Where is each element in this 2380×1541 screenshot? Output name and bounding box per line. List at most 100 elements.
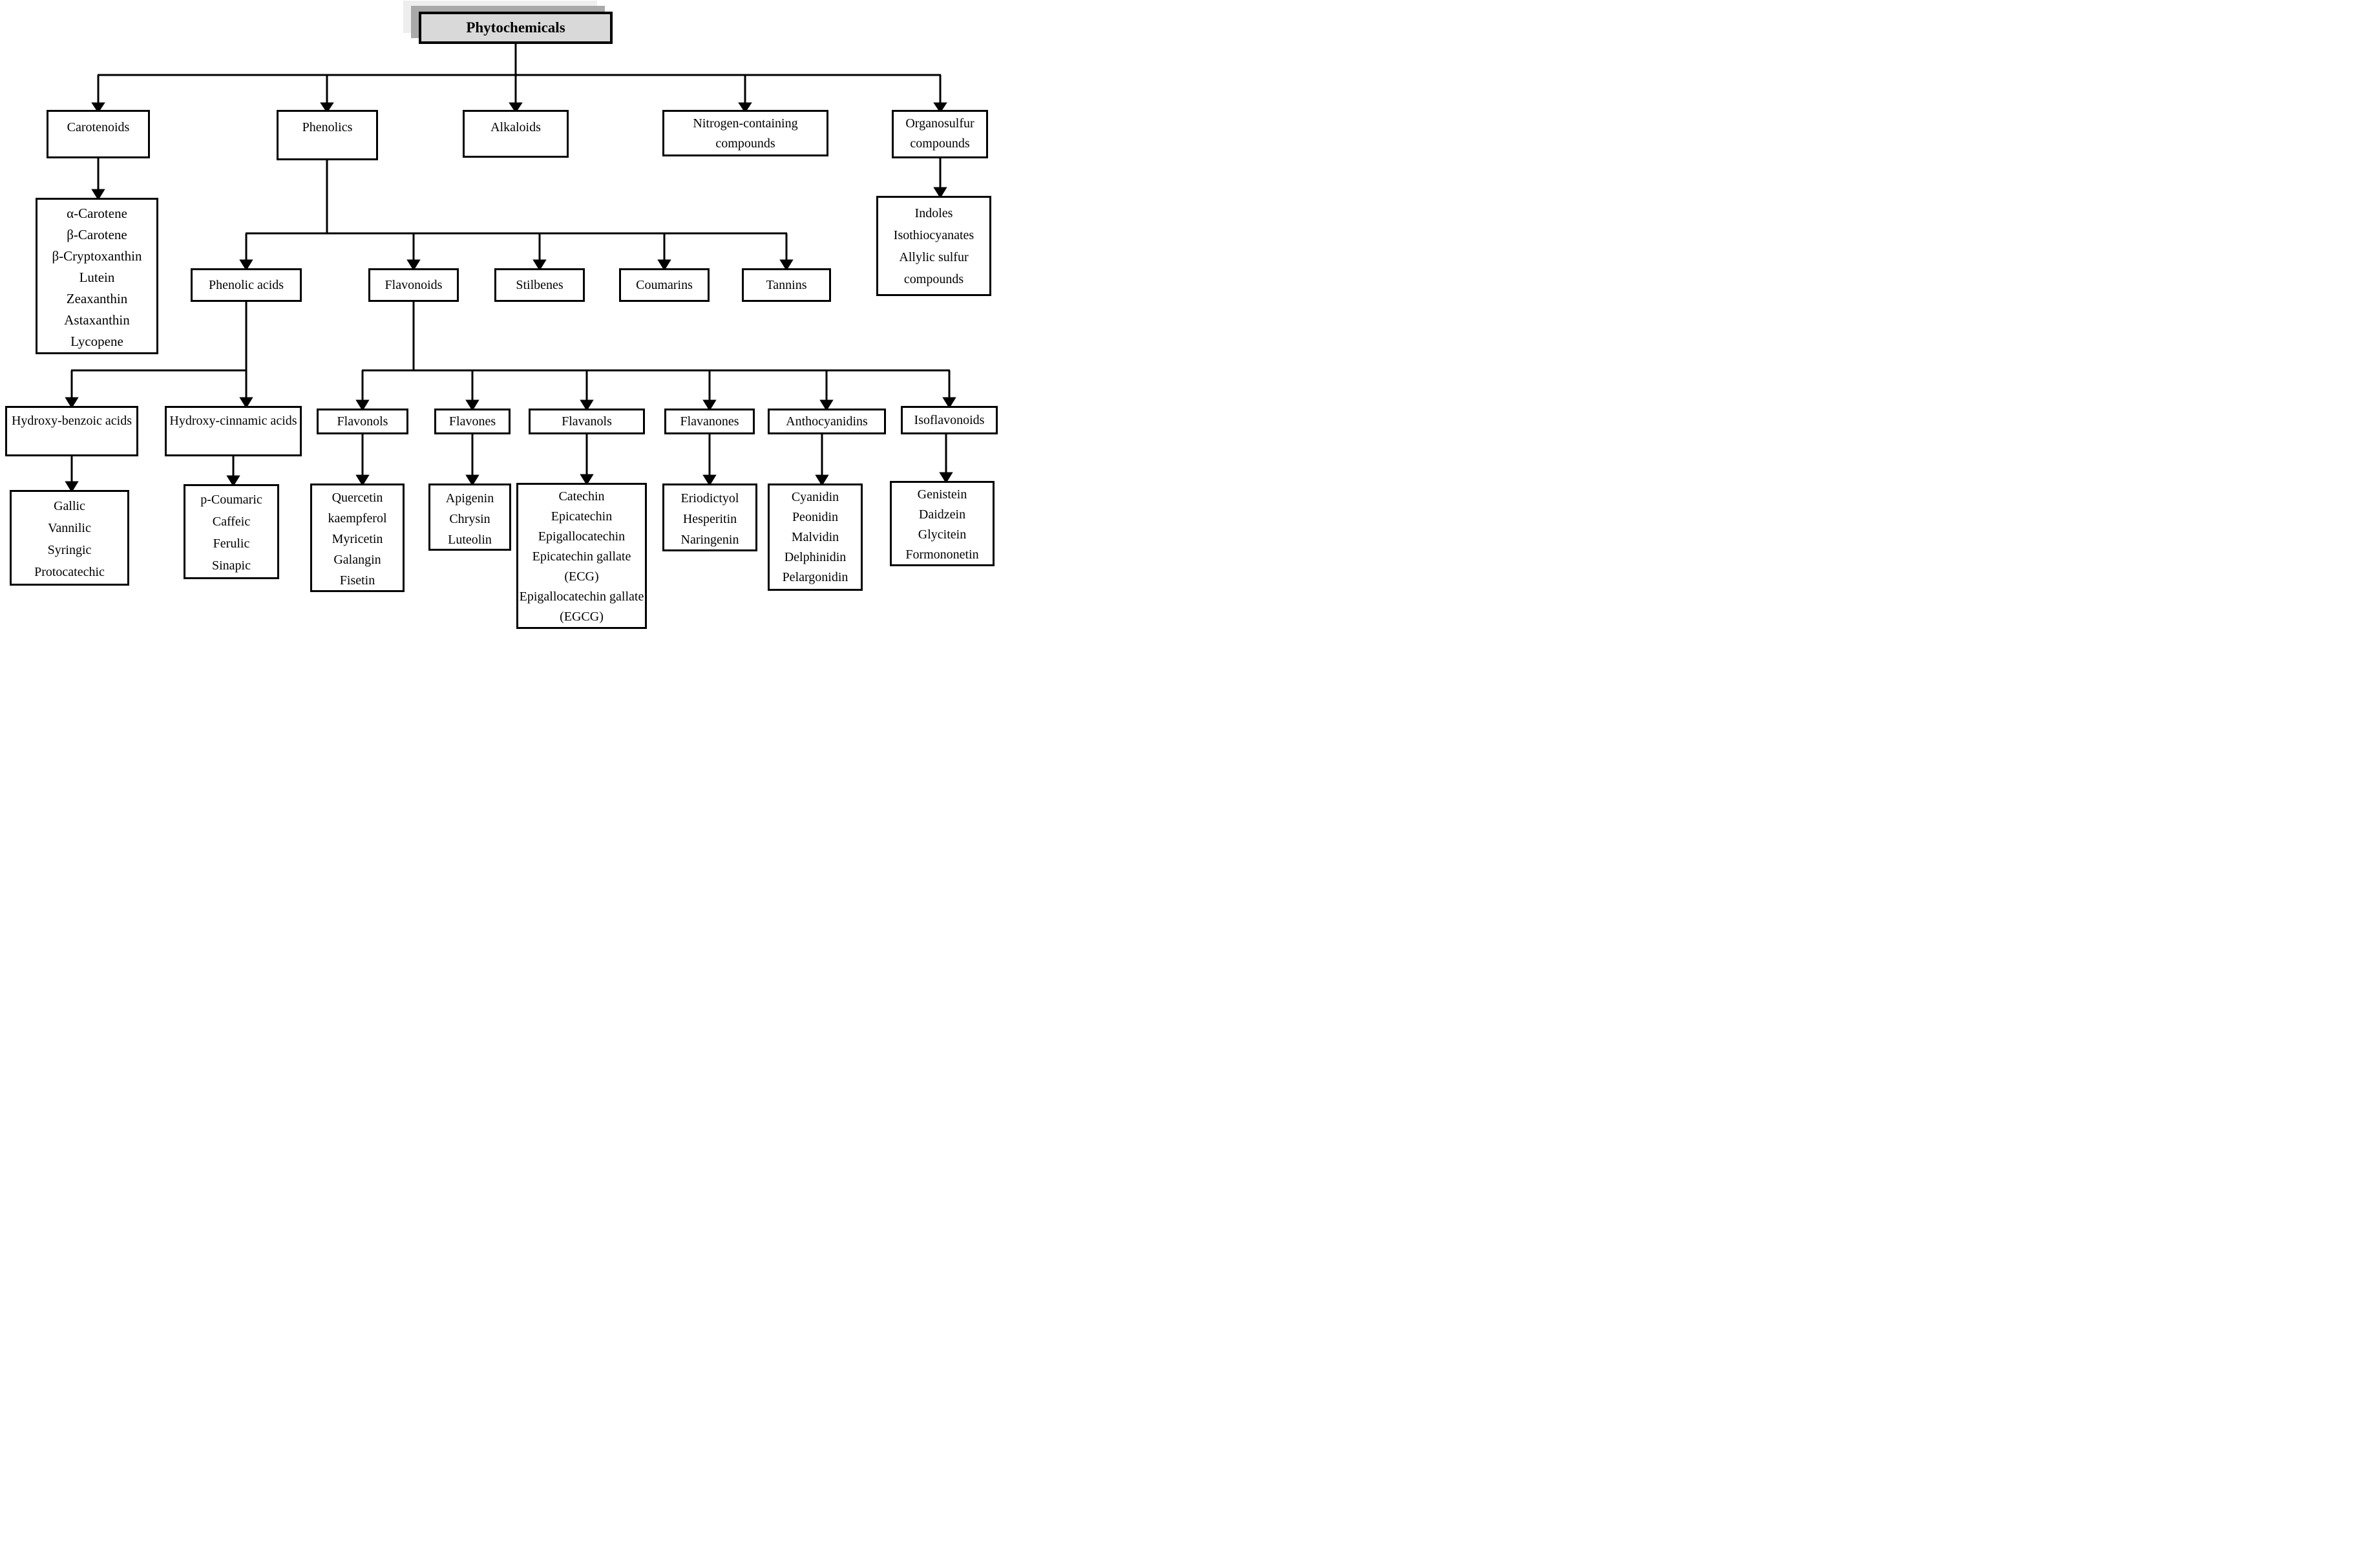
node-carotenoids: Carotenoids bbox=[47, 110, 150, 158]
arrow-down-icon bbox=[465, 474, 479, 486]
list-item: α-Carotene bbox=[67, 206, 127, 221]
list-item: Chrysin bbox=[449, 512, 490, 526]
list-item: kaempferol bbox=[328, 511, 387, 526]
list-item: Epicatechin bbox=[551, 509, 613, 524]
list-item: Protocatechic bbox=[34, 565, 105, 579]
arrow-down-icon bbox=[65, 397, 79, 409]
arrow-down-icon bbox=[942, 397, 956, 409]
tree-connectors bbox=[65, 44, 956, 493]
arrow-down-icon bbox=[509, 102, 523, 113]
list-item: β-Carotene bbox=[67, 227, 127, 242]
arrow-down-icon bbox=[815, 474, 829, 486]
node-flavones: Flavones bbox=[434, 409, 511, 434]
arrow-down-icon bbox=[465, 399, 479, 411]
arrow-down-icon bbox=[939, 472, 953, 484]
list-item: Naringenin bbox=[680, 533, 739, 547]
list-item: β-Cryptoxanthin bbox=[52, 248, 142, 264]
list-item: Hesperitin bbox=[682, 512, 737, 526]
list-item: Daidzein bbox=[918, 507, 966, 522]
arrow-down-icon bbox=[702, 399, 717, 411]
arrow-down-icon bbox=[580, 474, 594, 485]
list-item: Pelargonidin bbox=[782, 570, 848, 584]
node-phytochemicals: Phytochemicals bbox=[419, 12, 613, 44]
arrow-down-icon bbox=[933, 102, 947, 113]
list-item: Zeaxanthin bbox=[66, 291, 128, 306]
phytochemicals-tree-diagram: Phytochemicals Carotenoids Phenolics Alk… bbox=[0, 0, 998, 646]
arrow-down-icon bbox=[91, 102, 105, 113]
list-item: Cyanidin bbox=[791, 490, 839, 504]
node-nitrogen-containing-compounds: Nitrogen-containing compounds bbox=[662, 110, 828, 156]
node-phenolics: Phenolics bbox=[277, 110, 378, 160]
arrow-down-icon bbox=[702, 474, 717, 486]
list-item: Genistein bbox=[917, 487, 967, 502]
list-item: Peonidin bbox=[792, 510, 839, 524]
list-item: Lycopene bbox=[70, 334, 123, 349]
list-item: Vannilic bbox=[48, 521, 91, 535]
list-item: Eriodictyol bbox=[680, 491, 739, 505]
node-flavonoids: Flavonoids bbox=[368, 268, 459, 302]
node-flavonols: Flavonols bbox=[317, 409, 408, 434]
list-item: Myricetin bbox=[332, 532, 383, 546]
node-flavanones: Flavanones bbox=[664, 409, 755, 434]
arrow-down-icon bbox=[65, 481, 79, 493]
arrow-down-icon bbox=[239, 259, 253, 271]
arrow-down-icon bbox=[532, 259, 547, 271]
list-item: Epigallocatechin gallate (EGCG) bbox=[519, 590, 644, 624]
arrow-down-icon bbox=[819, 399, 834, 411]
arrow-down-icon bbox=[580, 399, 594, 411]
arrow-down-icon bbox=[320, 102, 334, 113]
arrow-down-icon bbox=[657, 259, 671, 271]
node-tannins: Tannins bbox=[742, 268, 831, 302]
arrow-down-icon bbox=[239, 397, 253, 409]
list-item: Fisetin bbox=[339, 573, 375, 588]
list-item: p-Coumaric bbox=[200, 493, 262, 507]
list-item: Malvidin bbox=[791, 530, 839, 544]
arrow-down-icon bbox=[779, 259, 794, 271]
arrow-down-icon bbox=[933, 187, 947, 198]
list-item: Sinapic bbox=[212, 558, 251, 573]
node-flavanols: Flavanols bbox=[529, 409, 645, 434]
node-alkaloids: Alkaloids bbox=[463, 110, 569, 158]
node-organosulfur-compounds: Organosulfur compounds bbox=[892, 110, 988, 158]
arrow-down-icon bbox=[355, 399, 370, 411]
arrow-down-icon bbox=[406, 259, 421, 271]
list-item: Lutein bbox=[79, 270, 115, 285]
list-item: Apigenin bbox=[445, 491, 494, 505]
list-item: Indoles bbox=[914, 206, 953, 220]
list-item: Epicatechin gallate (ECG) bbox=[532, 549, 631, 584]
list-item: Allylic sulfur compounds bbox=[899, 250, 969, 286]
list-item: Epigallocatechin bbox=[538, 529, 626, 544]
list-item: Galangin bbox=[333, 553, 381, 567]
list-item: Ferulic bbox=[213, 537, 250, 551]
node-stilbenes: Stilbenes bbox=[494, 268, 585, 302]
node-hydroxy-benzoic-acids: Hydroxy-benzoic acids bbox=[5, 406, 138, 456]
node-phenolic-acids: Phenolic acids bbox=[191, 268, 302, 302]
list-item: Gallic bbox=[54, 499, 85, 513]
node-isoflavonoids: Isoflavonoids bbox=[901, 406, 998, 434]
arrow-down-icon bbox=[91, 189, 105, 200]
list-item: Formononetin bbox=[905, 547, 979, 562]
node-hydroxy-cinnamic-acids: Hydroxy-cinnamic acids bbox=[165, 406, 302, 456]
list-item: Caffeic bbox=[212, 515, 251, 529]
arrow-down-icon bbox=[738, 102, 752, 113]
node-anthocyanidins: Anthocyanidins bbox=[768, 409, 886, 434]
list-item: Quercetin bbox=[332, 491, 383, 505]
node-coumarins: Coumarins bbox=[619, 268, 710, 302]
list-item: Isothiocyanates bbox=[893, 228, 974, 242]
arrow-down-icon bbox=[355, 474, 370, 486]
list-item: Glycitein bbox=[918, 527, 967, 542]
list-item: Delphinidin bbox=[784, 550, 847, 564]
list-item: Syringic bbox=[47, 543, 92, 557]
list-item: Astaxanthin bbox=[64, 312, 130, 328]
arrow-down-icon bbox=[226, 475, 240, 487]
